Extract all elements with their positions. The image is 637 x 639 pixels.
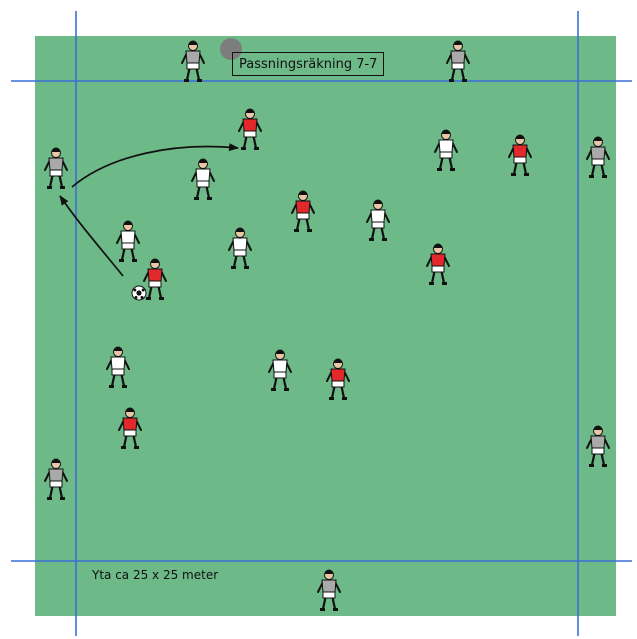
diagram-title: Passningsräkning 7-7 [232,52,384,76]
soccer-ball-icon [132,286,146,300]
pitch-area [35,36,616,616]
area-size-label: Yta ca 25 x 25 meter [92,568,218,582]
